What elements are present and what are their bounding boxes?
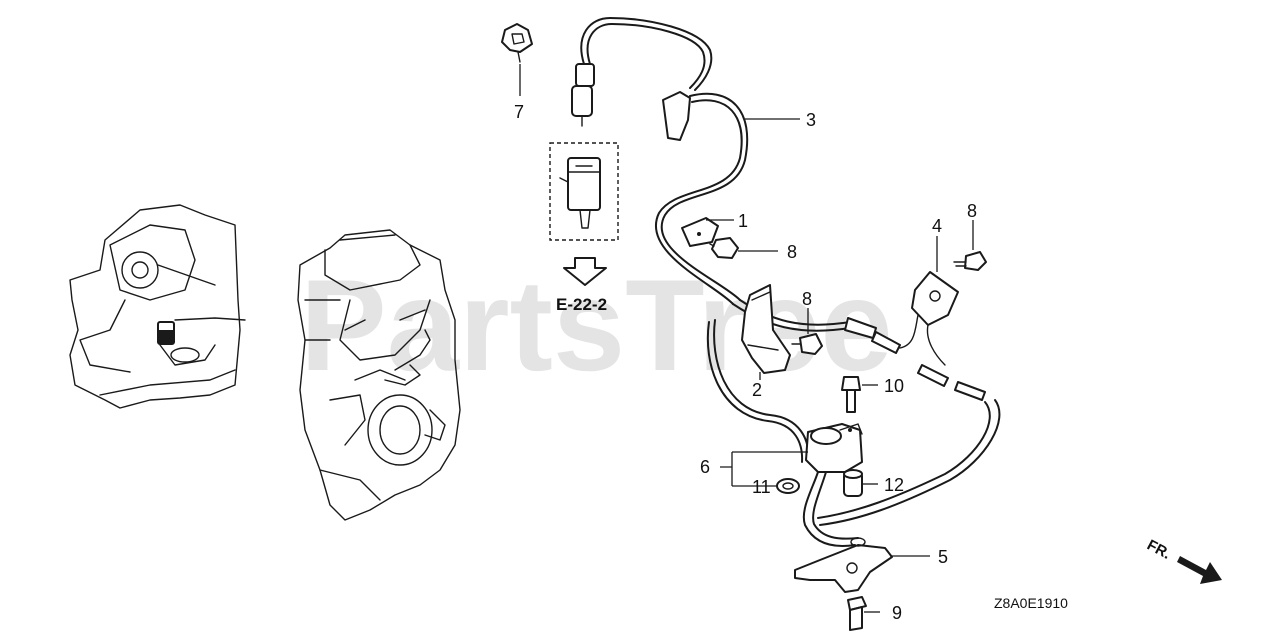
callout-5: 5 bbox=[938, 547, 948, 567]
callout-12: 12 bbox=[884, 475, 904, 495]
bolt-8-b bbox=[791, 333, 823, 355]
part-3-wire-harness bbox=[571, 17, 851, 463]
section-ref-label: E-22-2 bbox=[556, 295, 607, 314]
callout-4: 4 bbox=[932, 216, 942, 236]
part-6-solenoid bbox=[802, 399, 1001, 547]
bolt-8-a bbox=[709, 237, 739, 259]
callout-8-c: 8 bbox=[967, 201, 977, 221]
engine-overview-right bbox=[297, 229, 461, 521]
reference-arrow bbox=[563, 257, 607, 286]
part-11-washer bbox=[776, 478, 800, 494]
callout-10: 10 bbox=[884, 376, 904, 396]
inset-connector-box bbox=[549, 142, 619, 241]
callout-8-b: 8 bbox=[802, 289, 812, 309]
callout-11: 11 bbox=[752, 477, 771, 497]
callout-8-a: 8 bbox=[787, 242, 797, 262]
engine-overview-left bbox=[69, 204, 246, 409]
callout-9: 9 bbox=[892, 603, 902, 623]
part-12-spacer bbox=[843, 469, 863, 497]
callout-1: 1 bbox=[738, 211, 748, 231]
front-direction-indicator: FR. bbox=[1144, 537, 1222, 584]
harness-connectors bbox=[844, 314, 986, 401]
part-10-bolt bbox=[841, 376, 861, 413]
part-7-clip bbox=[501, 23, 533, 63]
part-2-bracket bbox=[741, 284, 791, 374]
diagram-code: Z8A0E1910 bbox=[994, 595, 1068, 611]
part-9-bolt bbox=[847, 596, 867, 631]
part-4-bracket bbox=[911, 271, 959, 366]
part-5-plate bbox=[794, 537, 893, 593]
front-label: FR. bbox=[1144, 537, 1173, 563]
callout-3: 3 bbox=[806, 110, 816, 130]
callout-7: 7 bbox=[514, 102, 524, 122]
callout-2: 2 bbox=[752, 380, 762, 400]
callout-6: 6 bbox=[700, 457, 710, 477]
part-1-clamp bbox=[681, 217, 719, 247]
bolt-8-c bbox=[953, 251, 987, 271]
